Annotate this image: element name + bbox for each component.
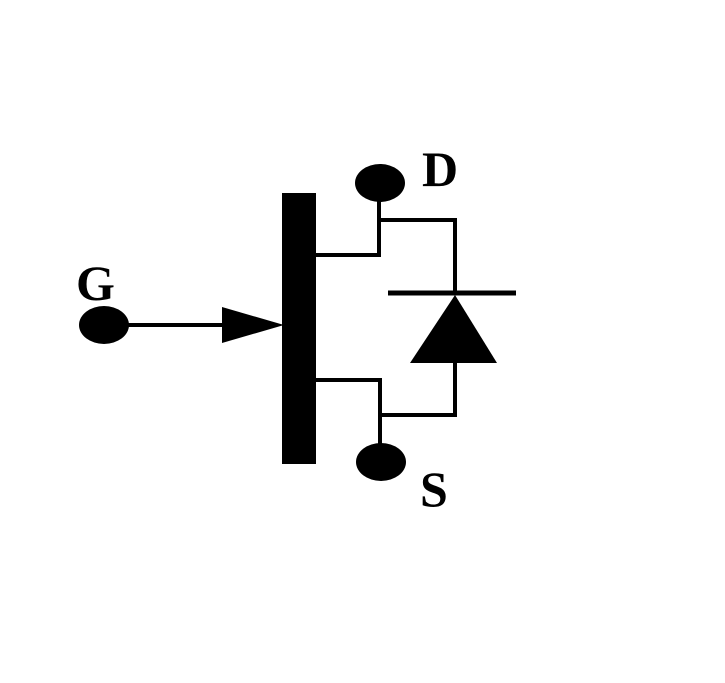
drain-label: D (422, 141, 458, 197)
source-label: S (420, 461, 448, 517)
gate-label: G (76, 255, 115, 311)
diode-triangle (410, 295, 497, 363)
source-terminal (356, 443, 406, 481)
gate-terminal (79, 306, 129, 344)
drain-terminal (355, 164, 405, 202)
channel-bar (282, 193, 316, 464)
gate-arrowhead (222, 307, 284, 343)
